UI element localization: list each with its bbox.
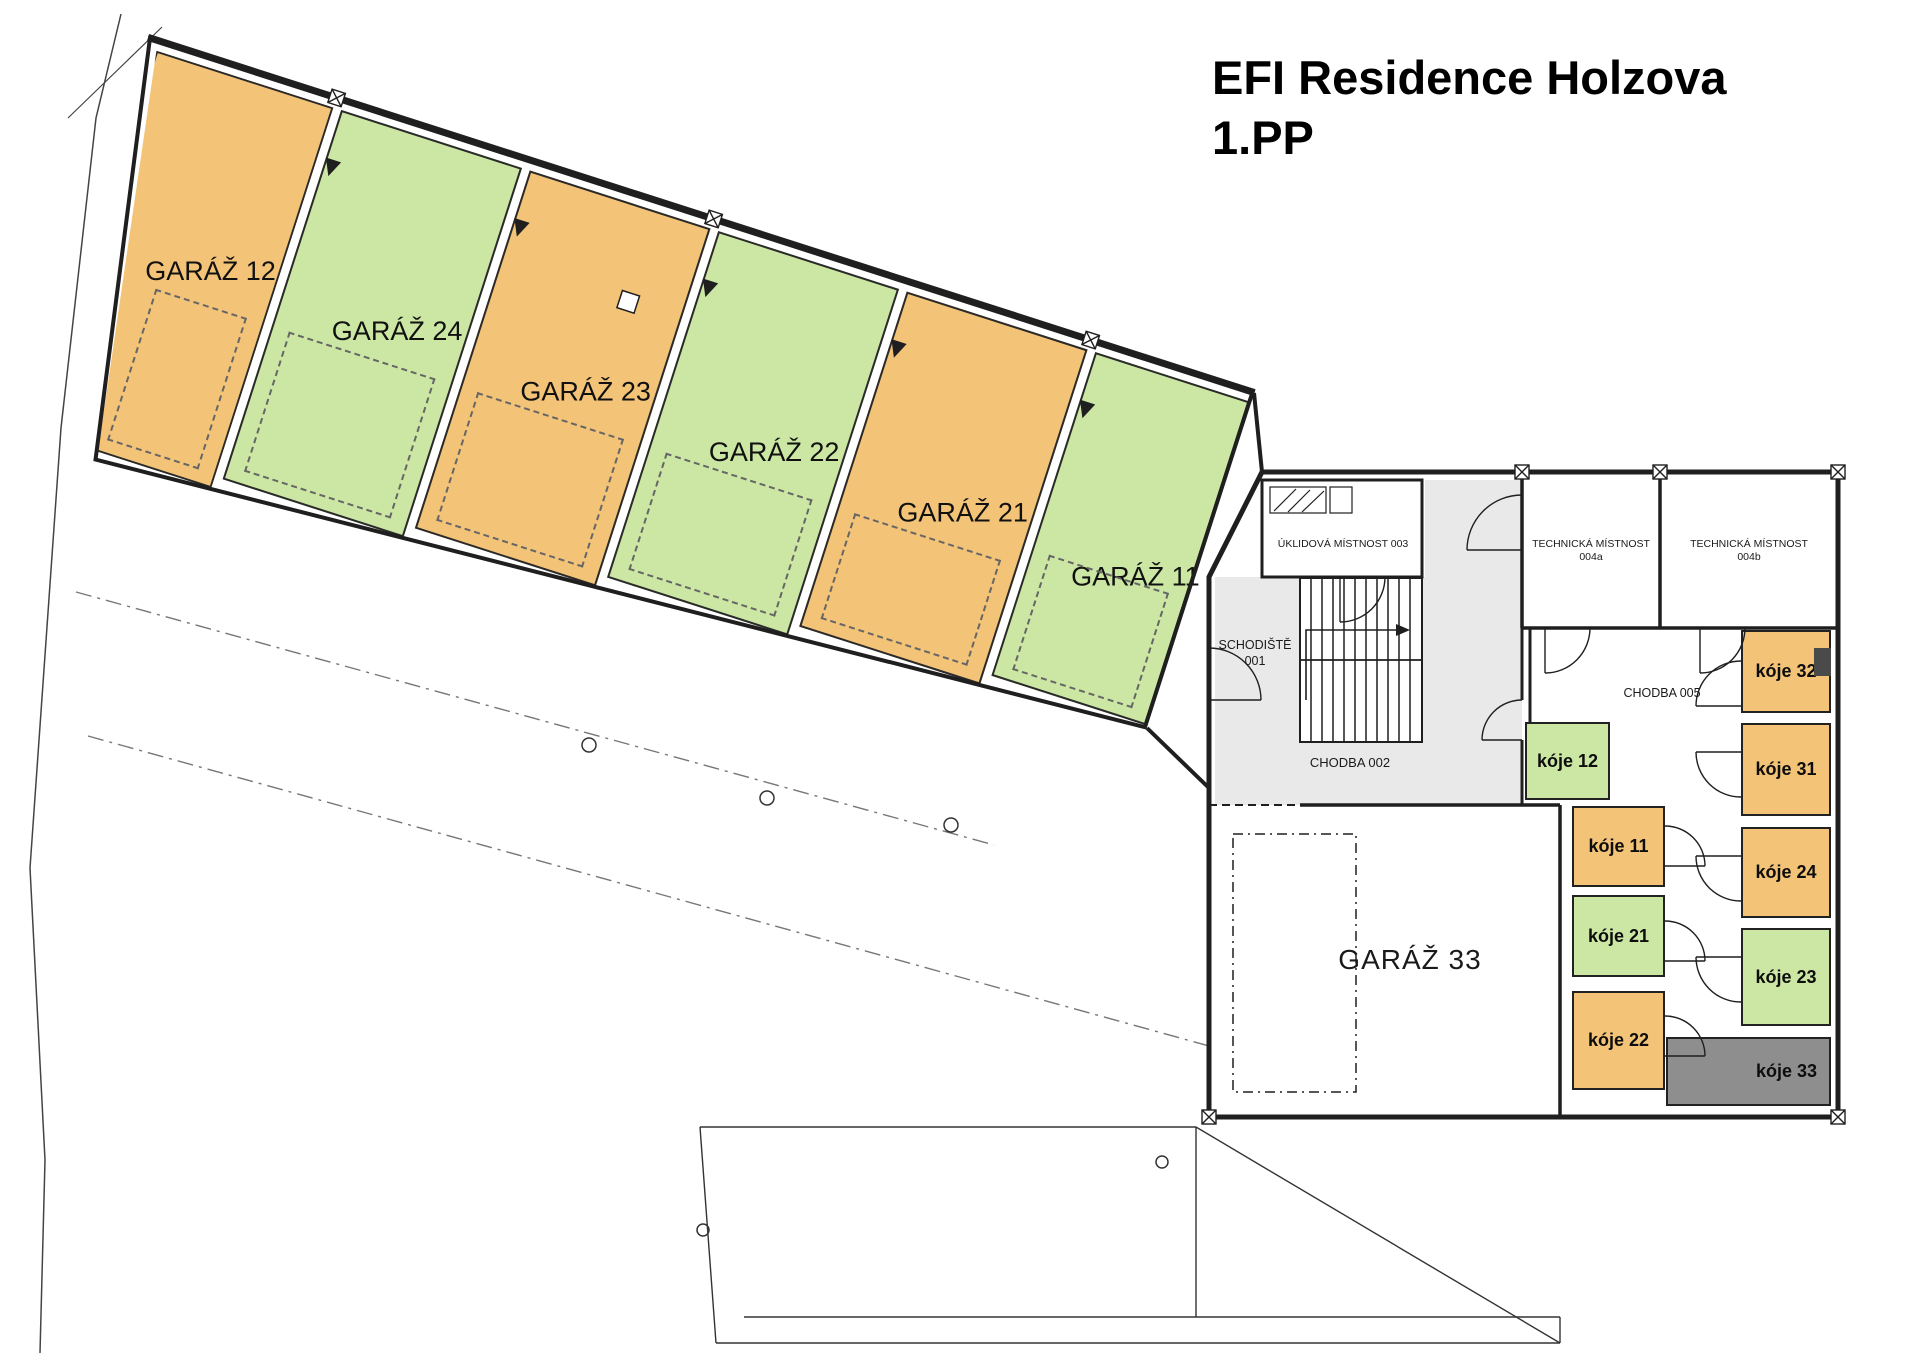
parking-outline	[820, 513, 1002, 666]
koje-label: kóje 24	[1755, 862, 1817, 882]
koje-label: kóje 23	[1755, 966, 1817, 987]
room-number: 004a	[1579, 551, 1603, 564]
label-corridor-005: CHODBA 005	[1623, 686, 1701, 700]
unit-koje-22[interactable]: kóje 22	[1572, 991, 1665, 1090]
garage-label: GARÁŽ 21	[897, 497, 1028, 528]
garage-label: GARÁŽ 22	[708, 437, 840, 468]
unit-koje-33[interactable]: kóje 33	[1666, 1037, 1831, 1106]
label-corridor-002: CHODBA 002	[1309, 755, 1391, 770]
koje-label: kóje 31	[1755, 759, 1817, 779]
unit-koje-24[interactable]: kóje 24	[1741, 827, 1831, 918]
room-number: 001	[1244, 653, 1266, 668]
koje-label: kóje 32	[1755, 661, 1817, 681]
label-garage-33: GARÁŽ 33	[1338, 944, 1482, 975]
room-name: SCHODIŠTĚ	[1218, 638, 1292, 652]
unit-koje-11[interactable]: kóje 11	[1572, 806, 1665, 887]
parking-outline	[107, 289, 247, 470]
ramp-lines	[699, 1126, 1561, 1344]
parking-outline	[436, 392, 625, 568]
unit-koje-31[interactable]: kóje 31	[1741, 723, 1831, 816]
label-staircase: SCHODIŠTĚ 001	[1212, 638, 1298, 669]
room-number: 004b	[1737, 551, 1761, 564]
parking-outline	[243, 331, 436, 519]
unit-koje-12[interactable]: kóje 12	[1525, 722, 1610, 800]
garage-label: GARÁŽ 12	[145, 256, 276, 287]
koje-label: kóje 11	[1588, 836, 1649, 856]
koje-label: kóje 22	[1587, 1030, 1650, 1050]
site-columns	[581, 737, 1169, 1237]
koje-label: kóje 21	[1587, 925, 1650, 946]
garage-label: GARÁŽ 24	[331, 316, 463, 347]
room-name: TECHNICKÁ MÍSTNOST	[1532, 538, 1650, 550]
koje-label: kóje 33	[1755, 1061, 1817, 1081]
koje-label: kóje 12	[1536, 750, 1599, 771]
project-name: EFI Residence Holzova	[1212, 51, 1727, 104]
unit-koje-21[interactable]: kóje 21	[1572, 895, 1665, 977]
parking-outline	[628, 452, 813, 617]
garage-wing: GARÁŽ 12 GARÁŽ 24 GARÁŽ 23 GARÁŽ 22 GARÁ…	[19, 38, 1255, 802]
label-technical-room-b: TECHNICKÁ MÍSTNOST 004b	[1662, 538, 1836, 564]
label-technical-room-a: TECHNICKÁ MÍSTNOST 004a	[1524, 538, 1658, 564]
cleaning-room-fixtures	[1269, 486, 1353, 514]
unit-koje-32[interactable]: kóje 32	[1741, 630, 1831, 713]
floor-name: 1.PP	[1212, 111, 1314, 165]
garage-label: GARÁŽ 23	[520, 376, 651, 407]
label-cleaning-room: ÚKLIDOVÁ MÍSTNOST 003	[1277, 538, 1409, 550]
unit-koje-23[interactable]: kóje 23	[1741, 928, 1831, 1026]
room-name: TECHNICKÁ MÍSTNOST	[1690, 538, 1808, 550]
drawing-title: EFI Residence Holzova 1.PP	[1212, 48, 1727, 168]
